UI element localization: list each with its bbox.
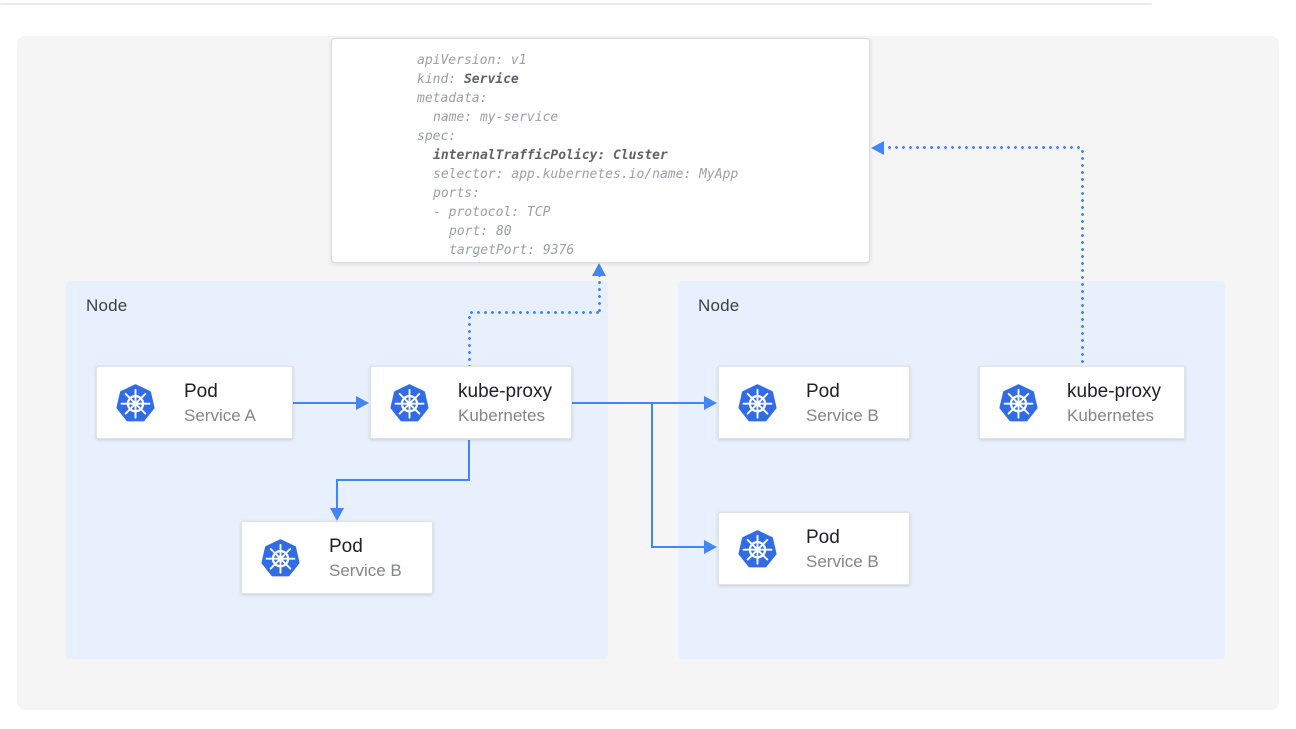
arrow-segment xyxy=(572,402,705,404)
yaml-manifest-panel: apiVersion: v1 kind: Service metadata: name… xyxy=(331,38,870,263)
dotted-segment xyxy=(598,272,601,314)
card-title: kube-proxy xyxy=(1067,380,1161,402)
kubernetes-icon xyxy=(737,528,778,569)
dotted-segment xyxy=(1081,148,1084,365)
arrowhead-up-icon xyxy=(592,263,606,276)
card-subtitle: Service B xyxy=(329,560,402,580)
pod-b-right-bottom-card: Pod Service B xyxy=(718,512,910,585)
pod-a-card: Pod Service A xyxy=(96,366,293,439)
arrowhead-right-icon xyxy=(704,396,717,410)
yaml-line: port: 80 xyxy=(449,224,512,239)
kubernetes-icon xyxy=(998,382,1039,423)
card-subtitle: Service B xyxy=(806,551,879,571)
kube-proxy-right-card: kube-proxy Kubernetes xyxy=(979,366,1185,439)
arrow-segment xyxy=(293,402,357,404)
node-label: Node xyxy=(86,296,128,315)
yaml-line: ports: xyxy=(433,186,480,201)
yaml-line: metadata: xyxy=(417,91,488,106)
yaml-code: apiVersion: v1 kind: Service metadata: name… xyxy=(417,51,738,260)
kubernetes-icon xyxy=(260,537,301,578)
node-panel-left: Node xyxy=(66,281,608,659)
yaml-line: - protocol: TCP xyxy=(433,205,551,220)
yaml-line: name: my-service xyxy=(433,110,559,125)
dotted-segment xyxy=(886,146,1084,149)
card-subtitle: Service A xyxy=(184,405,256,425)
card-title: Pod xyxy=(329,535,363,557)
top-divider-line xyxy=(0,3,1152,5)
yaml-line: apiVersion: v1 xyxy=(417,53,527,68)
card-subtitle: Kubernetes xyxy=(1067,405,1154,425)
arrow-segment xyxy=(336,479,470,481)
pod-b-right-top-card: Pod Service B xyxy=(718,366,910,439)
card-title: Pod xyxy=(184,380,218,402)
node-panel-right: Node xyxy=(678,281,1225,659)
yaml-line: selector: app.kubernetes.io/name: MyApp xyxy=(433,167,739,182)
arrowhead-down-icon xyxy=(330,508,344,521)
arrowhead-left-icon xyxy=(871,141,884,155)
card-subtitle: Kubernetes xyxy=(458,405,545,425)
dotted-segment xyxy=(468,311,601,314)
yaml-line: internalTrafficPolicy: Cluster xyxy=(433,148,668,163)
kubernetes-icon xyxy=(389,382,430,423)
arrowhead-right-icon xyxy=(704,540,717,554)
arrowhead-right-icon xyxy=(356,396,369,410)
kube-proxy-left-card: kube-proxy Kubernetes xyxy=(370,366,572,439)
card-title: kube-proxy xyxy=(458,380,552,402)
arrow-segment xyxy=(336,479,338,510)
pod-b-left-card: Pod Service B xyxy=(241,521,433,594)
kubernetes-icon xyxy=(737,382,778,423)
arrow-segment xyxy=(651,546,705,548)
arrow-segment xyxy=(468,440,470,481)
dotted-segment xyxy=(468,314,471,366)
yaml-line: spec: xyxy=(417,129,457,144)
card-subtitle: Service B xyxy=(806,405,879,425)
kubernetes-icon xyxy=(115,382,156,423)
card-title: Pod xyxy=(806,526,840,548)
yaml-line: targetPort: 9376 xyxy=(449,243,575,258)
arrow-segment xyxy=(651,402,653,548)
card-title: Pod xyxy=(806,380,840,402)
node-label: Node xyxy=(698,296,740,315)
yaml-line: kind: Service xyxy=(417,72,519,87)
